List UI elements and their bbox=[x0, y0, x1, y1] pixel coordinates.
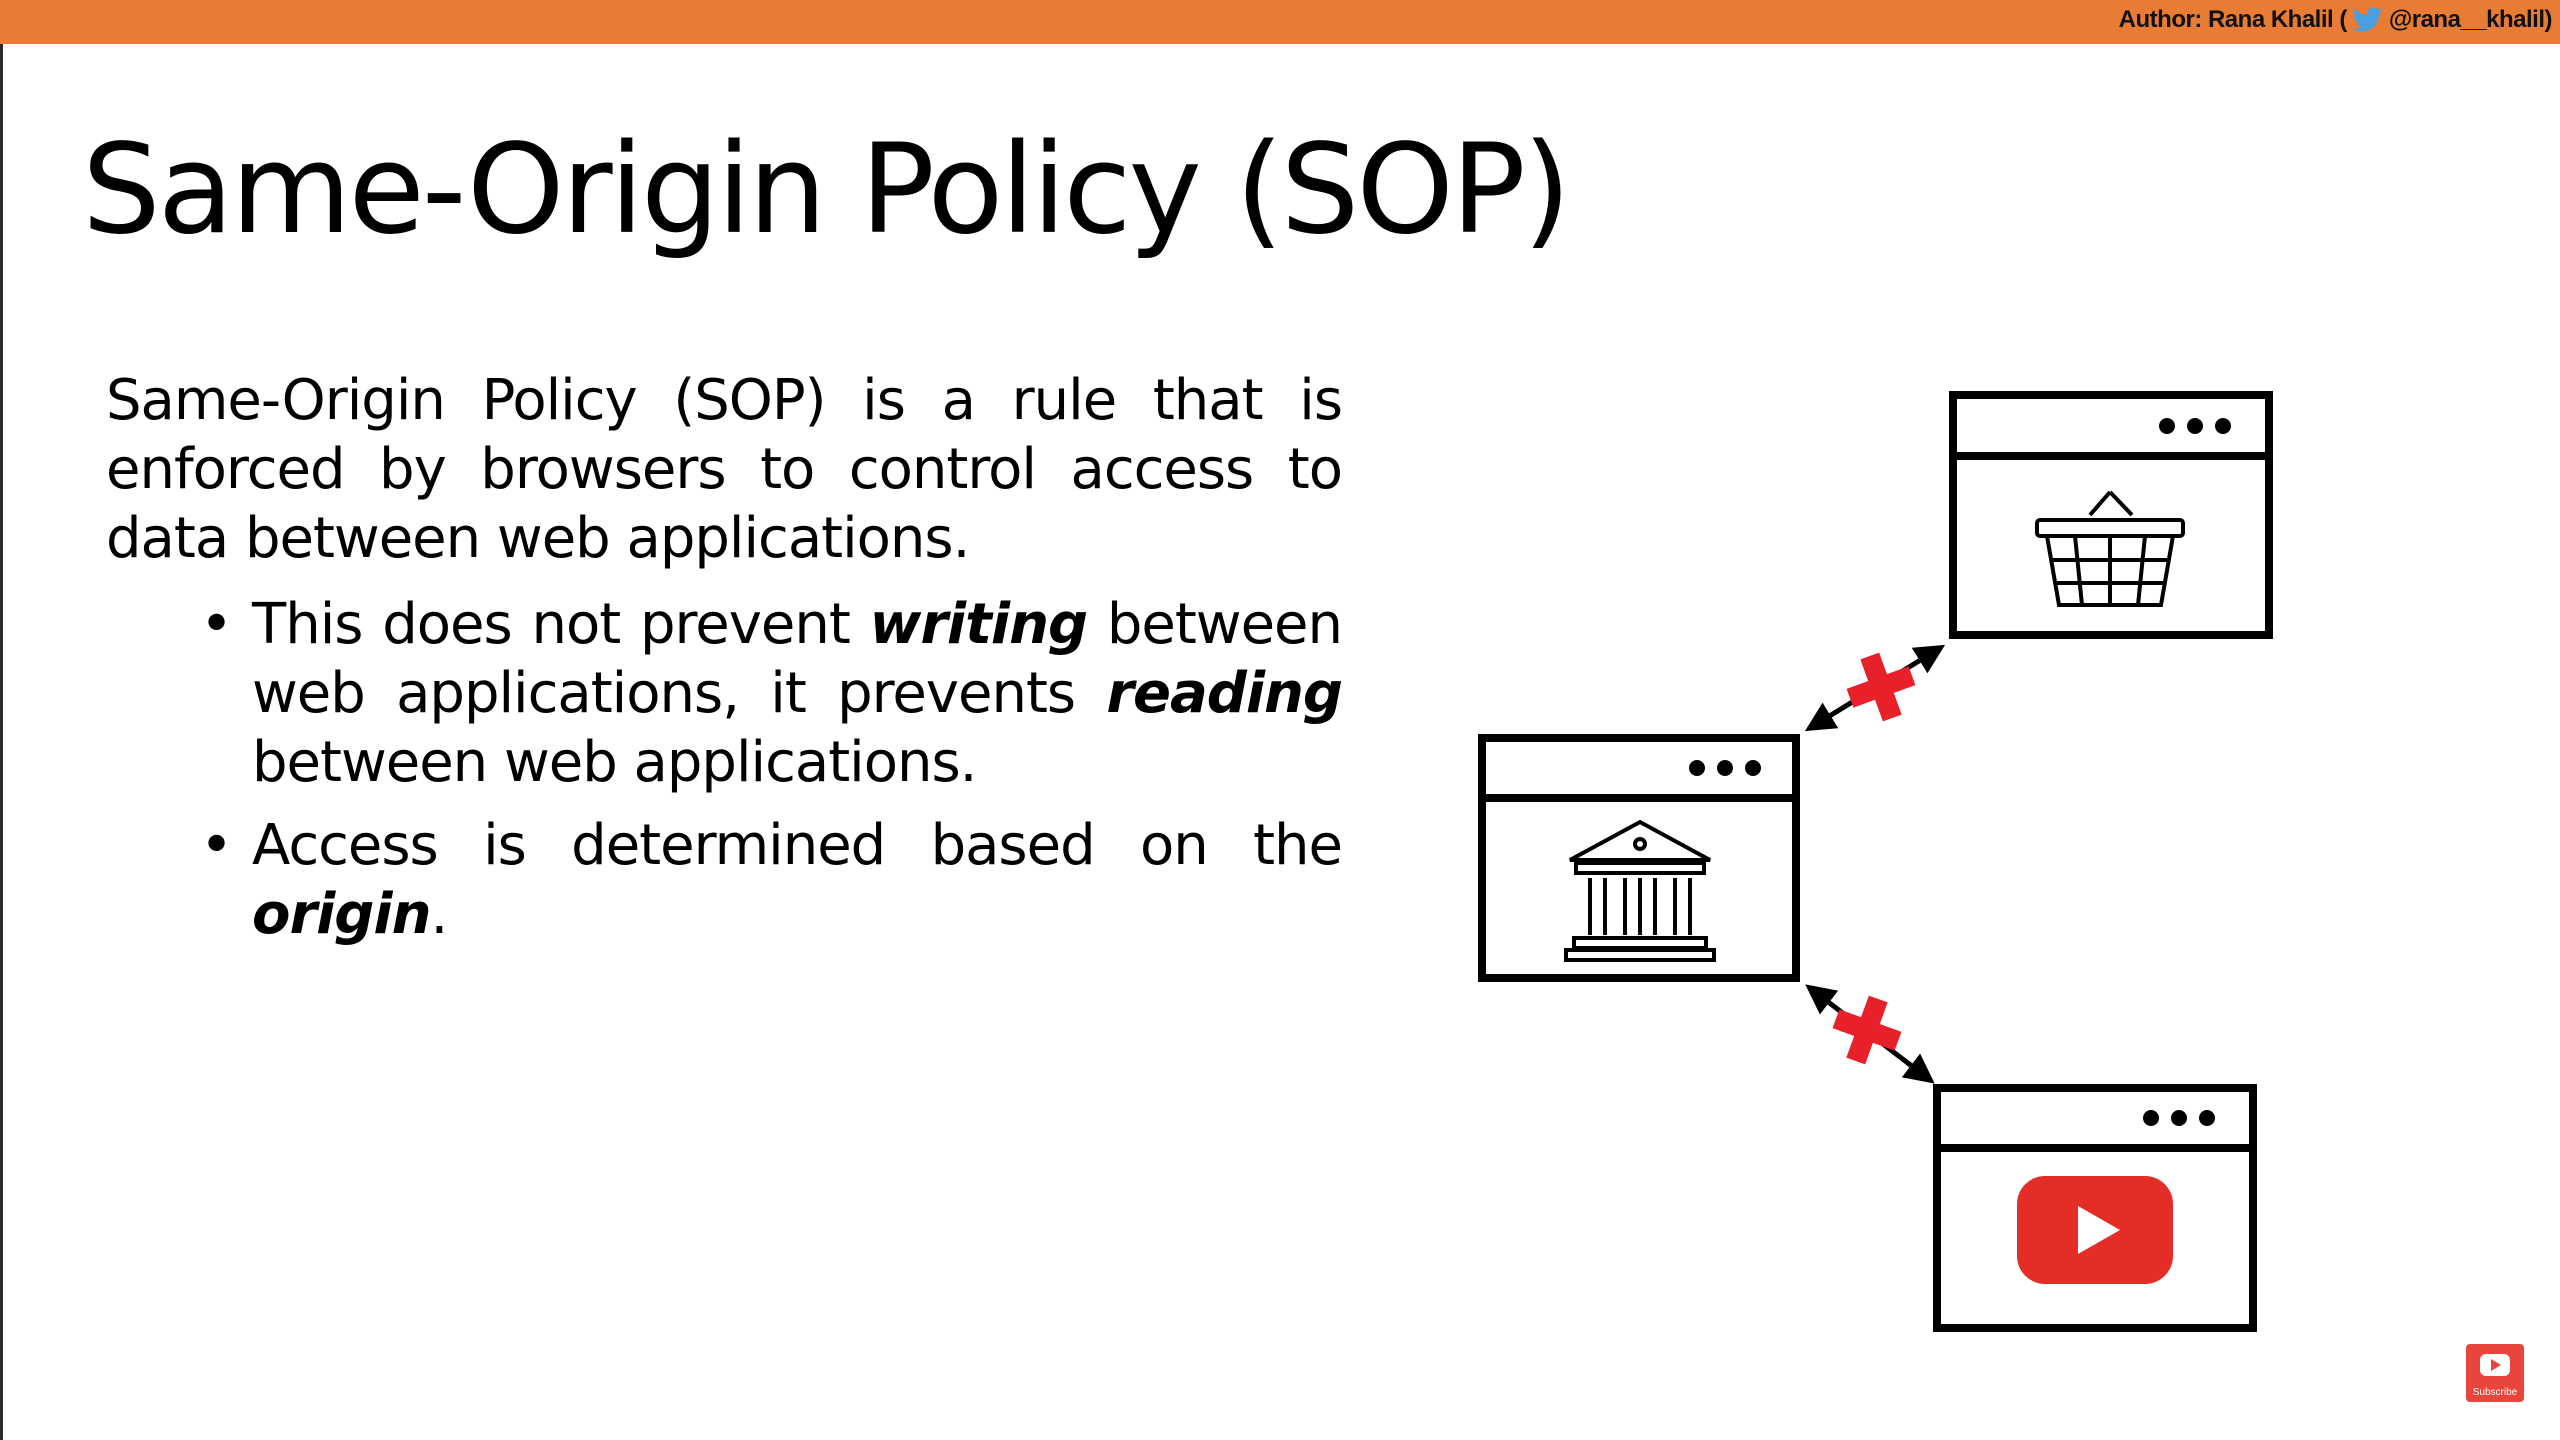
author-credit: Author: Rana Khalil ( @rana__khalil) bbox=[2118, 6, 2553, 34]
intro-paragraph: Same-Origin Policy (SOP) is a rule that … bbox=[106, 368, 1343, 571]
browser-window-shop bbox=[1949, 391, 2273, 639]
bullet-list: This does not prevent writing between we… bbox=[200, 590, 1343, 963]
emphasis-origin: origin bbox=[252, 882, 431, 947]
window-dots-icon bbox=[1689, 760, 1761, 776]
subscribe-label: Subscribe bbox=[2472, 1387, 2518, 1398]
red-cross-icon bbox=[1846, 652, 1916, 722]
window-dots-icon bbox=[2159, 418, 2231, 434]
shopping-basket-icon bbox=[2035, 490, 2185, 607]
slide-title: Same-Origin Policy (SOP) bbox=[82, 118, 1571, 262]
subscribe-button[interactable]: Subscribe bbox=[2466, 1344, 2524, 1402]
youtube-play-icon bbox=[2017, 1176, 2173, 1284]
window-dots-icon bbox=[2143, 1110, 2215, 1126]
twitter-bird-icon bbox=[2352, 7, 2383, 32]
bullet-item-writing-reading: This does not prevent writing between we… bbox=[200, 590, 1343, 797]
sop-diagram bbox=[1478, 391, 2273, 1332]
red-cross-icon bbox=[1832, 995, 1902, 1065]
browser-window-video bbox=[1933, 1084, 2257, 1332]
blocked-arrow-bottom bbox=[1805, 984, 1935, 1084]
bullet1-text-b: between web applications, it prevents bbox=[252, 592, 1343, 726]
left-edge-border bbox=[0, 44, 3, 1440]
blocked-arrow-top bbox=[1804, 644, 1946, 732]
author-name: Author: Rana Khalil ( bbox=[2118, 6, 2348, 33]
bank-icon bbox=[1564, 819, 1716, 962]
twitter-handle: @rana__khalil) bbox=[2388, 6, 2553, 33]
bullet2-text-a: Access is determined based on the bbox=[252, 813, 1343, 878]
browser-window-bank bbox=[1478, 734, 1800, 982]
emphasis-reading: reading bbox=[1106, 661, 1343, 726]
bullet2-text-b: . bbox=[430, 882, 448, 947]
youtube-icon bbox=[2480, 1354, 2510, 1376]
bullet1-text-a: This does not prevent bbox=[252, 592, 870, 657]
bullet-item-origin: Access is determined based on the origin… bbox=[200, 811, 1343, 949]
top-bar: Author: Rana Khalil ( @rana__khalil) bbox=[0, 0, 2560, 44]
emphasis-writing: writing bbox=[869, 592, 1088, 657]
bullet1-text-c: between web applications. bbox=[252, 730, 977, 795]
